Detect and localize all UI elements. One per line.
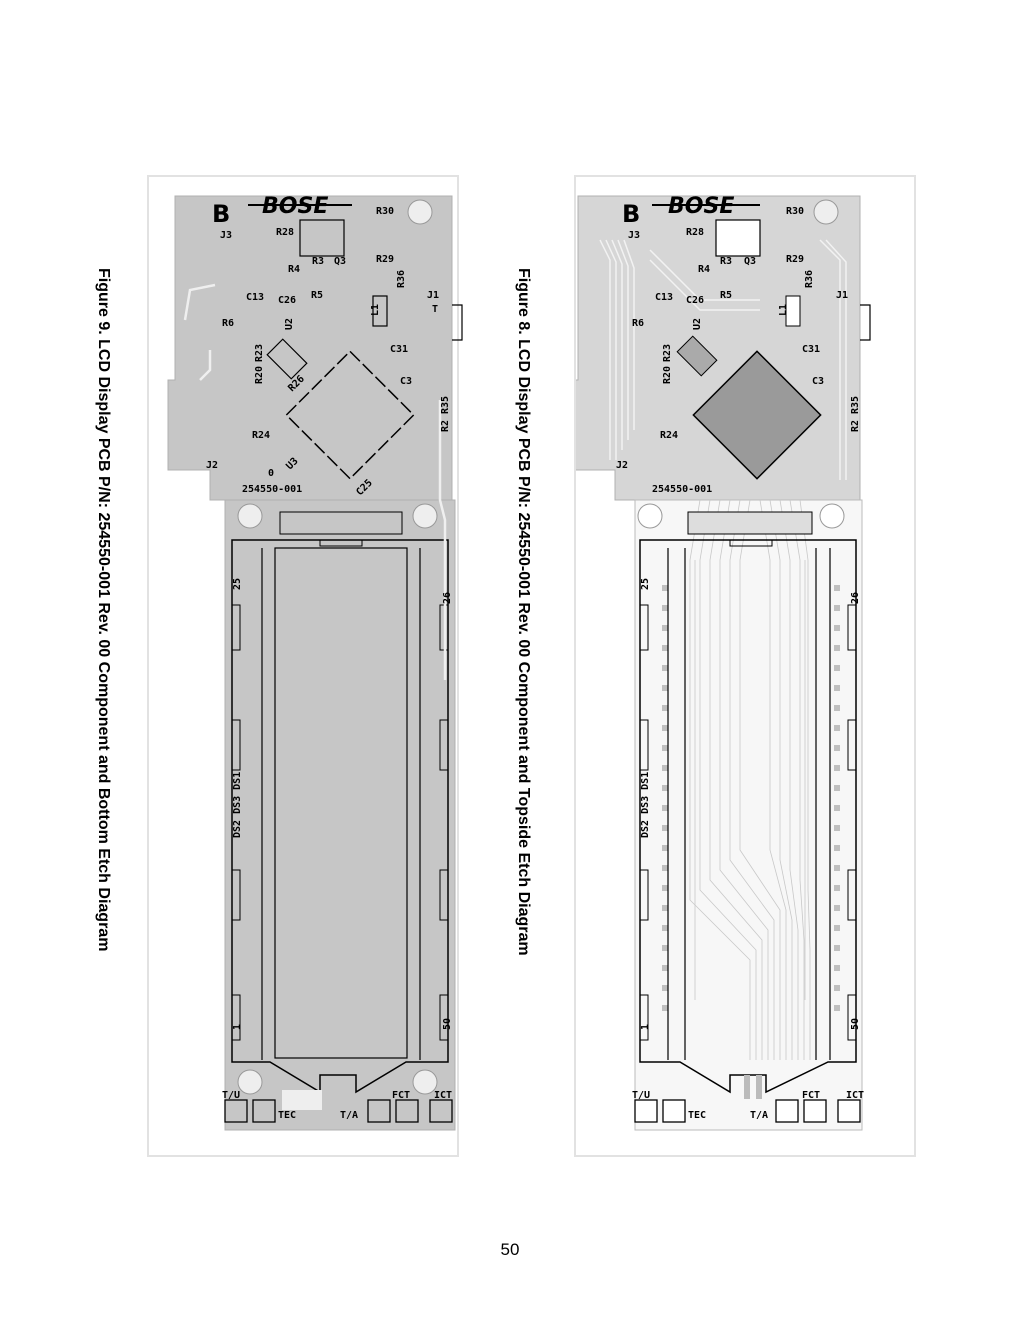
label-j2-2: J2 [616, 460, 628, 471]
label-pin25-2: 25 [640, 578, 651, 590]
figure8-caption: Figure 8. LCD Display PCB P/N: 254550-00… [515, 268, 532, 956]
label-r30-2: R30 [786, 206, 804, 217]
label-ict-2: ICT [846, 1090, 864, 1101]
label-u2-2: U2 [692, 318, 703, 330]
label-r28-2: R28 [686, 227, 704, 238]
part-number-2: 254550-001 [652, 484, 712, 495]
label-ds-2: DS2 DS3 DS1 [640, 772, 651, 838]
label-ta-2: T/A [750, 1110, 768, 1121]
side-mark-2: B [622, 200, 640, 228]
label-r24: R24 [252, 430, 270, 441]
part-number: 254550-001 [242, 484, 302, 495]
label-tec: TEC [278, 1110, 296, 1121]
label-pin0: 0 [268, 468, 274, 479]
label-fct-2: FCT [802, 1090, 820, 1101]
label-pin1: 1 [232, 1024, 243, 1030]
label-c13-2: C13 [655, 292, 673, 303]
label-j1-2: J1 [836, 290, 848, 301]
label-pin50: 50 [442, 1018, 453, 1030]
label-r6: R6 [222, 318, 234, 329]
figure9-caption: Figure 9. LCD Display PCB P/N: 254550-00… [95, 268, 112, 952]
label-r23-2: R23 [662, 344, 673, 362]
label-r5-2: R5 [720, 290, 732, 301]
label-r30: R30 [376, 206, 394, 217]
label-r4-2: R4 [698, 264, 710, 275]
label-fct: FCT [392, 1090, 410, 1101]
label-u2: U2 [284, 318, 295, 330]
label-r35-2: R35 [850, 396, 861, 414]
label-c26-2: C26 [686, 295, 704, 306]
figure8-board: B BOSE R30 J3 R28 R3 Q3 R29 R4 C13 C26 R… [574, 175, 916, 1157]
label-r20: R20 [254, 366, 265, 384]
label-c3-2: C3 [812, 376, 824, 387]
label-r3-2: R3 [720, 256, 732, 267]
figure9-board: B BOSE R30 J3 R28 R3 Q3 R29 R4 C13 C26 R… [147, 175, 463, 1157]
label-r29-2: R29 [786, 254, 804, 265]
label-j2: J2 [206, 460, 218, 471]
label-pin25: 25 [232, 578, 243, 590]
label-r28: R28 [276, 227, 294, 238]
label-r3: R3 [312, 256, 324, 267]
label-j3: J3 [220, 230, 232, 241]
label-r2-2: R2 [850, 420, 861, 432]
label-r36: R36 [396, 270, 407, 288]
label-tec-2: TEC [688, 1110, 706, 1121]
label-l1-2: L1 [778, 304, 789, 316]
label-j1: J1 [427, 290, 439, 301]
bose-logo: BOSE [262, 194, 328, 219]
label-pin26: 26 [442, 592, 453, 604]
label-pin50-2: 50 [850, 1018, 861, 1030]
label-c13: C13 [246, 292, 264, 303]
side-mark: B [212, 200, 230, 228]
label-pin26-2: 26 [850, 592, 861, 604]
label-tu: T/U [222, 1090, 240, 1101]
label-c3: C3 [400, 376, 412, 387]
label-r29: R29 [376, 254, 394, 265]
label-ds: DS2 DS3 DS1 [232, 772, 243, 838]
label-r5: R5 [311, 290, 323, 301]
label-l1: L1 [370, 304, 381, 316]
label-r6-2: R6 [632, 318, 644, 329]
label-q3: Q3 [334, 256, 346, 267]
label-r24-2: R24 [660, 430, 678, 441]
label-r35: R35 [440, 396, 451, 414]
label-c31: C31 [390, 344, 408, 355]
label-r23: R23 [254, 344, 265, 362]
label-ta: T/A [340, 1110, 358, 1121]
label-t: T [432, 304, 438, 315]
label-c31-2: C31 [802, 344, 820, 355]
label-ict: ICT [434, 1090, 452, 1101]
page-number: 50 [500, 1240, 520, 1259]
label-j3-2: J3 [628, 230, 640, 241]
label-r36-2: R36 [804, 270, 815, 288]
label-tu-2: T/U [632, 1090, 650, 1101]
label-q3-2: Q3 [744, 256, 756, 267]
label-c26: C26 [278, 295, 296, 306]
label-r2: R2 [440, 420, 451, 432]
bose-logo-2: BOSE [668, 194, 734, 219]
label-pin1-2: 1 [640, 1024, 651, 1030]
label-r4: R4 [288, 264, 300, 275]
label-r20-2: R20 [662, 366, 673, 384]
